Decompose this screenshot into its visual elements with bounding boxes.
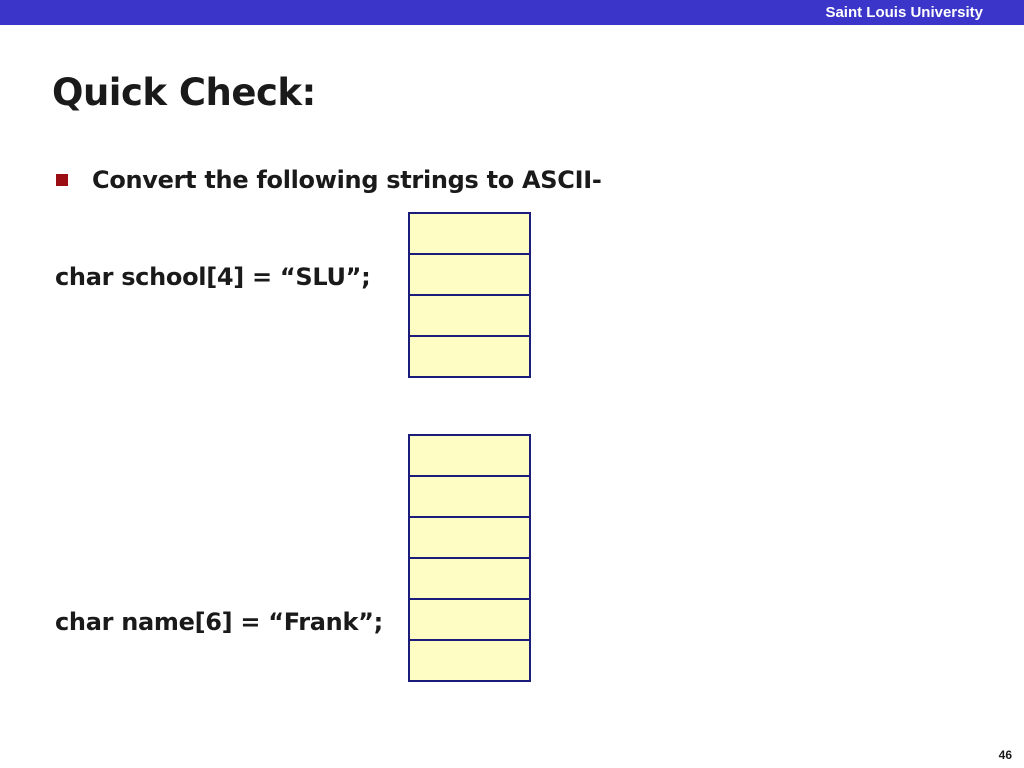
memory-cell <box>408 434 531 477</box>
memory-cell <box>408 516 531 559</box>
memory-cell <box>408 598 531 641</box>
memory-cell <box>408 557 531 600</box>
school-memory-cells <box>408 212 531 378</box>
page-number: 46 <box>998 748 1012 762</box>
name-memory-cells <box>408 434 531 682</box>
bullet-text: Convert the following strings to ASCII- <box>92 166 602 194</box>
name-declaration: char name[6] = “Frank”; <box>55 608 383 636</box>
slide-title: Quick Check: <box>52 71 316 114</box>
memory-cell <box>408 253 531 296</box>
memory-cell <box>408 639 531 682</box>
memory-cell <box>408 335 531 378</box>
bullet-square-icon <box>56 174 68 186</box>
memory-cell <box>408 212 531 255</box>
header-bar: Saint Louis University <box>0 0 1024 25</box>
institution-name: Saint Louis University <box>825 4 983 21</box>
memory-cell <box>408 475 531 518</box>
bullet-item: Convert the following strings to ASCII- <box>56 162 602 198</box>
school-declaration: char school[4] = “SLU”; <box>55 263 371 291</box>
memory-cell <box>408 294 531 337</box>
